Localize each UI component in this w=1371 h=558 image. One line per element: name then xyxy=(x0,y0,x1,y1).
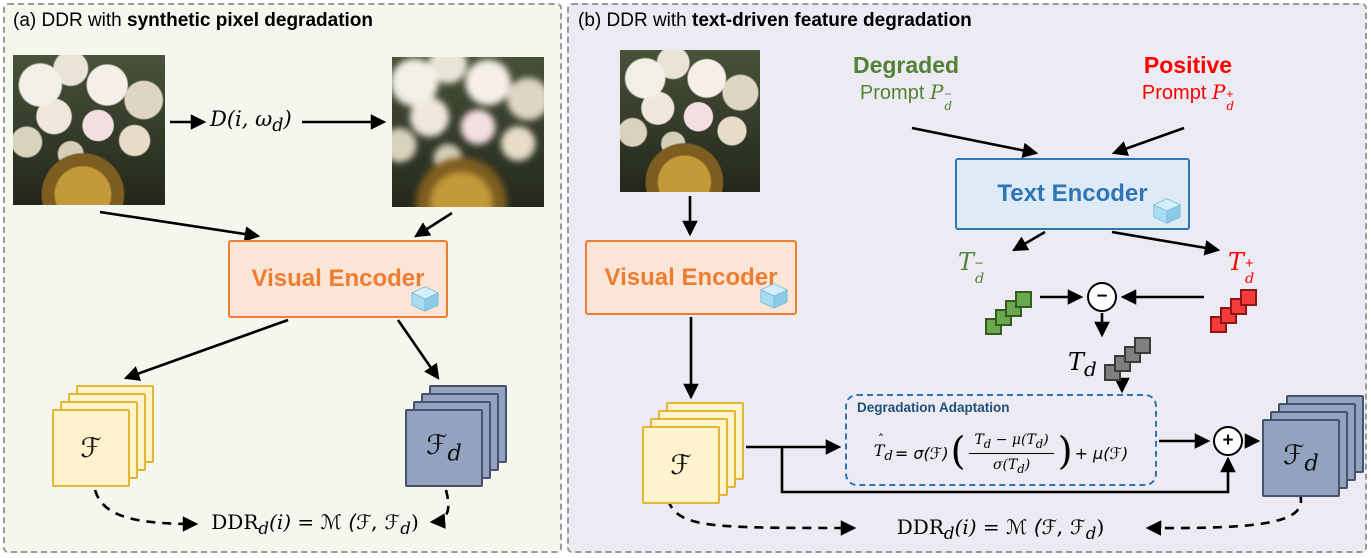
frozen-ice-cube-icon xyxy=(410,286,440,312)
positive-text-feature-symbol: T+d xyxy=(1228,248,1255,287)
degraded-text-embedding-tokens xyxy=(985,290,1045,338)
degraded-input-image xyxy=(392,57,544,207)
ddr-objective-formula-b: DDRd(i) = ℳ (ℱ, ℱd) xyxy=(896,515,1105,543)
visual-encoder-box-b: Visual Encoder xyxy=(585,240,797,315)
visual-encoder-label: Visual Encoder xyxy=(251,265,425,292)
panel-b-title: (b) DDR with text-driven feature degrada… xyxy=(578,10,972,32)
degraded-prompt-label: Degraded Prompt P−d xyxy=(826,52,986,112)
clean-feature-label: ℱ xyxy=(670,449,692,481)
panel-b-title-emphasis: text-driven feature degradation xyxy=(692,10,972,31)
normalization-fraction: Td − μ(Td) σ(Td) xyxy=(969,431,1054,475)
clean-feature-stack-b: ℱ xyxy=(642,402,764,506)
degradation-function-formula: D(i, ωd) xyxy=(210,107,292,137)
panel-a-title-emphasis: synthetic pixel degradation xyxy=(127,10,374,31)
text-encoder-label: Text Encoder xyxy=(997,180,1148,207)
degraded-feature-stack-a: ℱd xyxy=(405,385,527,489)
frozen-ice-cube-icon xyxy=(1152,198,1182,224)
difference-text-embedding-tokens xyxy=(1104,336,1164,384)
degraded-feature-label: ℱd xyxy=(426,429,462,467)
panel-b-title-prefix: (b) DDR with xyxy=(578,10,693,31)
visual-encoder-label: Visual Encoder xyxy=(604,263,778,291)
difference-text-feature-symbol: Td xyxy=(1068,348,1097,381)
frozen-ice-cube-icon xyxy=(759,283,789,309)
panel-a-title-prefix: (a) DDR with xyxy=(13,10,128,31)
positive-word: Positive xyxy=(1143,52,1233,78)
degraded-feature-label: ℱd xyxy=(1283,439,1319,477)
panel-a-title: (a) DDR with synthetic pixel degradation xyxy=(13,10,373,32)
ddr-objective-formula-a: DDRd(i) = ℳ (ℱ, ℱd) xyxy=(211,510,419,538)
subtract-operator: − xyxy=(1087,282,1117,312)
degraded-feature-stack-b: ℱd xyxy=(1262,395,1371,499)
degradation-adaptation-title: Degradation Adaptation xyxy=(857,400,1010,415)
clean-feature-label: ℱ xyxy=(80,432,102,464)
text-encoder-box: Text Encoder xyxy=(955,158,1190,230)
degraded-text-feature-symbol: T−d xyxy=(958,248,985,287)
degraded-word: Degraded xyxy=(852,52,960,78)
clean-input-image xyxy=(13,55,165,205)
visual-encoder-box-a: Visual Encoder xyxy=(228,240,448,318)
add-operator: + xyxy=(1213,426,1243,456)
clean-feature-stack-a: ℱ xyxy=(52,385,174,489)
positive-text-embedding-tokens xyxy=(1210,288,1270,336)
positive-prompt-symbol: Prompt P+d xyxy=(1141,80,1235,113)
degraded-prompt-symbol: Prompt P−d xyxy=(859,80,953,113)
positive-prompt-label: Positive Prompt P+d xyxy=(1108,52,1268,112)
input-image-b xyxy=(620,50,760,192)
